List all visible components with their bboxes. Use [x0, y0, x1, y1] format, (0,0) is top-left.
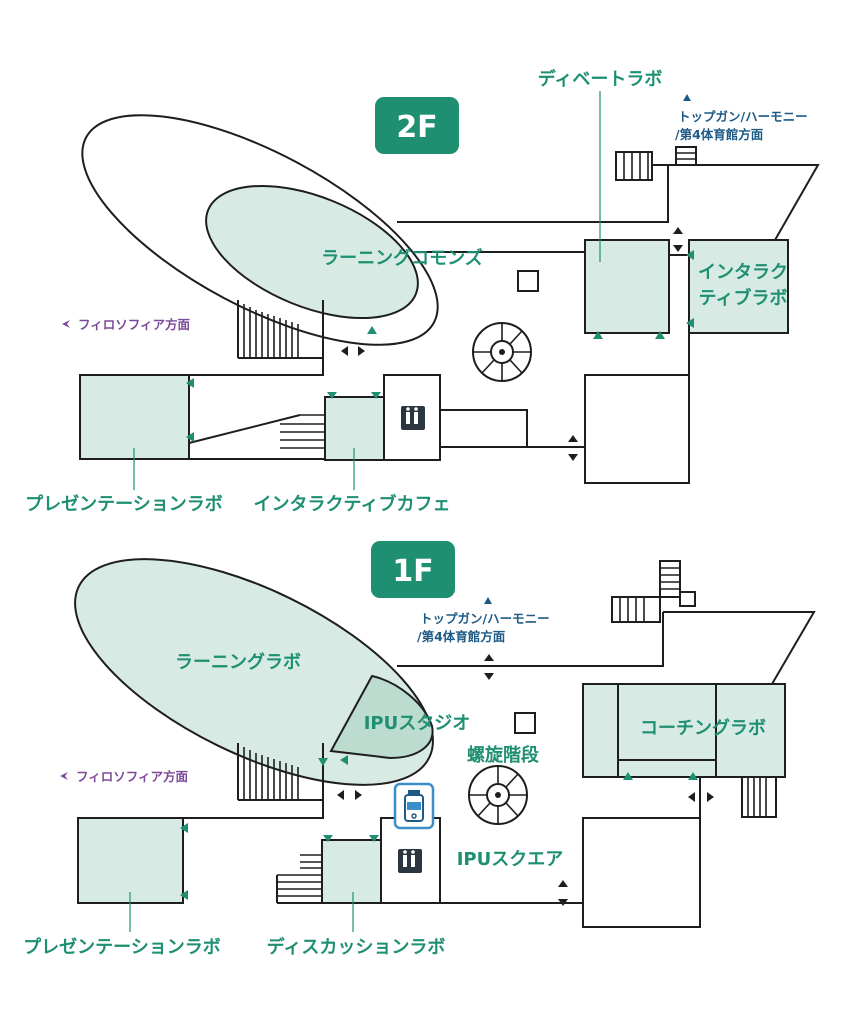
door-triangle-icon	[367, 326, 377, 334]
direction-topgun-1f-line1: トップガン/ハーモニー	[420, 611, 550, 626]
label-ipu-square: IPUスクエア	[457, 849, 564, 870]
direction-topgun-2f-line1: トップガン/ハーモニー	[678, 109, 808, 124]
stairs-1f-top-right	[611, 560, 696, 623]
door-triangle-icon	[686, 318, 694, 328]
restroom-icon	[401, 406, 425, 430]
label-ipu-studio: IPUスタジオ	[364, 713, 471, 734]
stairs-1f-discussion	[276, 854, 322, 904]
direction-topgun-1f-line2: /第4体育館方面	[417, 629, 506, 644]
floor-badge-1f: 1F	[371, 541, 455, 598]
stairs-1f-coaching	[741, 776, 777, 818]
door-triangle-icon	[327, 392, 337, 399]
door-triangle-icon	[186, 432, 194, 442]
pillar-1f	[514, 712, 536, 734]
stairs-2f-cafe	[280, 414, 325, 449]
label-discussion-lab: ディスカッションラボ	[267, 936, 446, 958]
double-arrow-icon	[568, 435, 578, 461]
door-triangle-icon	[686, 250, 694, 260]
spiral-staircase-2f	[472, 322, 532, 382]
door-triangle-icon	[318, 758, 328, 766]
presentation-lab-2f-room[interactable]	[79, 374, 190, 460]
floor-badge-1f-label: 1F	[392, 554, 433, 589]
stairs-2f-top-right	[615, 146, 697, 181]
restroom-block-2f	[383, 374, 441, 461]
spiral-staircase-1f	[468, 765, 528, 825]
stairs-1f-left	[237, 743, 324, 801]
direction-philosophia-1f: フィロソフィア方面	[76, 769, 189, 784]
label-debate-lab: ディベートラボ	[538, 68, 663, 90]
interactive-lab-room[interactable]	[688, 239, 789, 334]
door-triangle-icon	[180, 823, 188, 833]
door-triangle-icon	[180, 890, 188, 900]
double-arrow-icon	[558, 880, 568, 906]
label-spiral-stairs: 螺旋階段	[467, 744, 540, 766]
door-triangle-icon	[323, 835, 333, 842]
label-learning-lab: ラーニングラボ	[175, 651, 301, 673]
arrow-left-icon	[60, 772, 68, 780]
label-interactive-lab-line2: ティブラボ	[699, 287, 788, 309]
discussion-lab-room[interactable]	[321, 839, 382, 904]
label-presentation-lab-2f: プレゼンテーションラボ	[25, 493, 223, 515]
pillar-2f	[517, 270, 539, 292]
double-arrow-icon	[341, 346, 365, 356]
room-1f-bottom-right	[582, 817, 701, 928]
label-coaching-lab: コーチングラボ	[640, 717, 766, 739]
label-interactive-cafe: インタラクティブカフェ	[254, 493, 451, 515]
door-triangle-icon	[623, 772, 633, 780]
door-triangle-icon	[340, 755, 348, 765]
ipu-studio-area[interactable]	[329, 674, 434, 760]
restroom-icon	[398, 849, 422, 873]
direction-philosophia-2f: フィロソフィア方面	[78, 317, 191, 332]
door-triangle-icon	[593, 331, 603, 339]
floor-badge-2f-label: 2F	[396, 110, 437, 145]
floor-badge-2f: 2F	[375, 97, 459, 154]
door-triangle-icon	[369, 835, 379, 842]
arrow-up-icon	[683, 94, 691, 101]
door-triangle-icon	[655, 331, 665, 339]
stairs-2f-left	[237, 300, 324, 359]
double-arrow-icon	[484, 654, 494, 680]
double-arrow-icon	[673, 227, 683, 252]
room-2f-bottom-right	[584, 374, 690, 484]
floor-2f: 2F	[25, 68, 820, 515]
arrow-left-icon	[62, 320, 70, 328]
direction-topgun-2f-line2: /第4体育館方面	[675, 127, 764, 142]
arrow-up-icon	[484, 597, 492, 604]
floor-1f: 1F	[23, 541, 816, 958]
door-triangle-icon	[371, 392, 381, 399]
presentation-lab-1f-room[interactable]	[77, 817, 184, 904]
debate-lab-room[interactable]	[584, 239, 670, 334]
door-triangle-icon	[688, 772, 698, 780]
label-interactive-lab-line1: インタラク	[698, 262, 788, 283]
double-arrow-icon	[337, 790, 362, 800]
coaching-lab-room[interactable]	[582, 683, 786, 778]
label-presentation-lab-1f: プレゼンテーションラボ	[23, 936, 221, 958]
water-bottle-icon	[393, 782, 435, 830]
double-arrow-icon	[688, 792, 714, 802]
label-learning-commons: ラーニングコモンズ	[321, 247, 483, 269]
door-triangle-icon	[186, 378, 194, 388]
learning-commons-area[interactable]	[188, 159, 437, 345]
